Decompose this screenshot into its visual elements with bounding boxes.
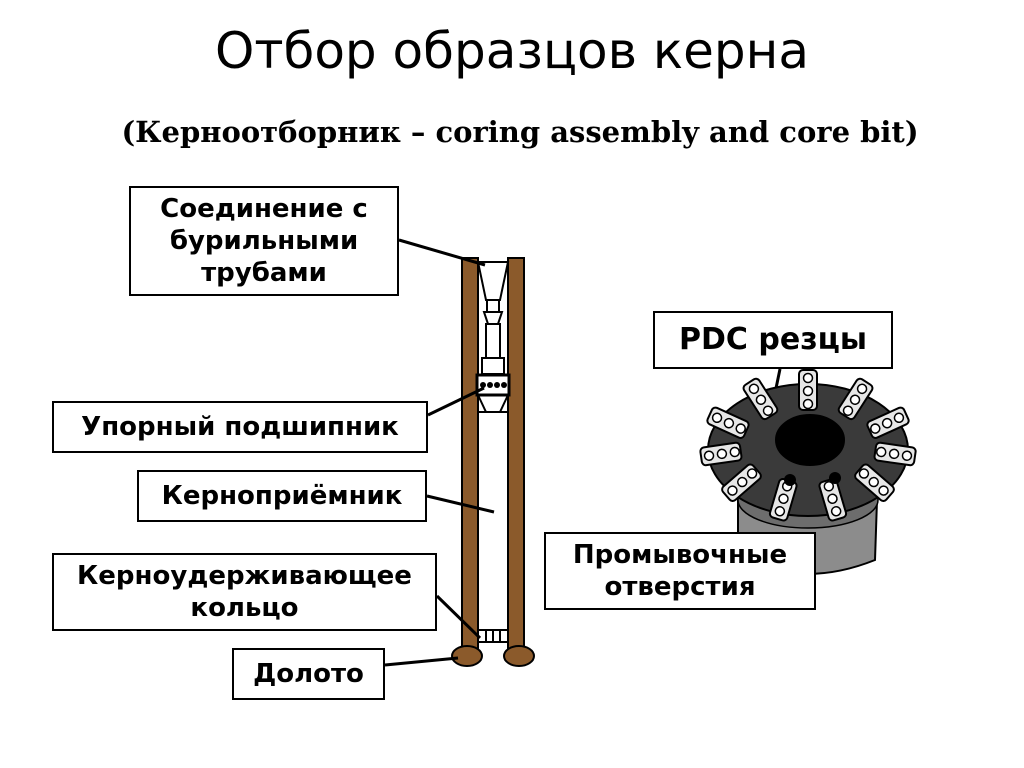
slide-subtitle: (Керноотборник – coring assembly and cor…: [121, 115, 919, 149]
outer-wall-right: [507, 257, 525, 651]
label-flushing-ports: Промывочные отверстия: [544, 532, 816, 610]
leader-barrel: [426, 494, 495, 514]
pdc-cutter: [706, 406, 750, 439]
pdc-cutter: [721, 463, 762, 502]
label-core-catcher-ring: Керноудерживающее кольцо: [52, 553, 437, 631]
slide-title: Отбор образцов керна: [215, 22, 809, 80]
bit-lobe-left: [451, 645, 483, 667]
bearing-seat: [477, 394, 509, 413]
outer-wall-left: [461, 257, 479, 651]
swivel-shaft: [486, 299, 500, 313]
core-barrel-assembly: [451, 257, 535, 667]
core-opening: [775, 414, 845, 466]
pdc-cutter: [854, 463, 895, 502]
label-core-barrel: Керноприёмник: [137, 470, 427, 522]
pdc-cutter: [873, 441, 917, 467]
leader-ring: [435, 594, 482, 640]
pdc-cutters: [699, 369, 917, 522]
label-pdc-cutters: PDC резцы: [653, 311, 893, 369]
label-bit: Долото: [232, 648, 385, 700]
bit-lobe-right: [503, 645, 535, 667]
swivel-cone: [482, 311, 504, 325]
leader-bit: [384, 656, 459, 667]
pdc-cutter: [818, 477, 848, 522]
label-drill-pipe-connection: Соединение с бурильными трубами: [129, 186, 399, 296]
swivel-body: [485, 323, 501, 359]
label-thrust-bearing: Упорный подшипник: [52, 401, 428, 453]
pdc-cutter: [742, 377, 779, 421]
pdc-cutter: [866, 406, 910, 439]
pdc-cutter: [837, 377, 874, 421]
swivel-collar: [481, 357, 505, 375]
pdc-cutter: [699, 441, 743, 467]
inner-tube: [477, 411, 509, 631]
flushing-port: [829, 472, 841, 484]
leader-bearing: [427, 386, 485, 417]
flushing-port: [784, 474, 796, 486]
pipe-connection: [476, 261, 510, 301]
leader-joint: [398, 238, 486, 267]
bearing-balls: [480, 382, 507, 388]
pdc-cutter: [798, 369, 818, 411]
pdc-bit-illustration: [699, 369, 917, 575]
